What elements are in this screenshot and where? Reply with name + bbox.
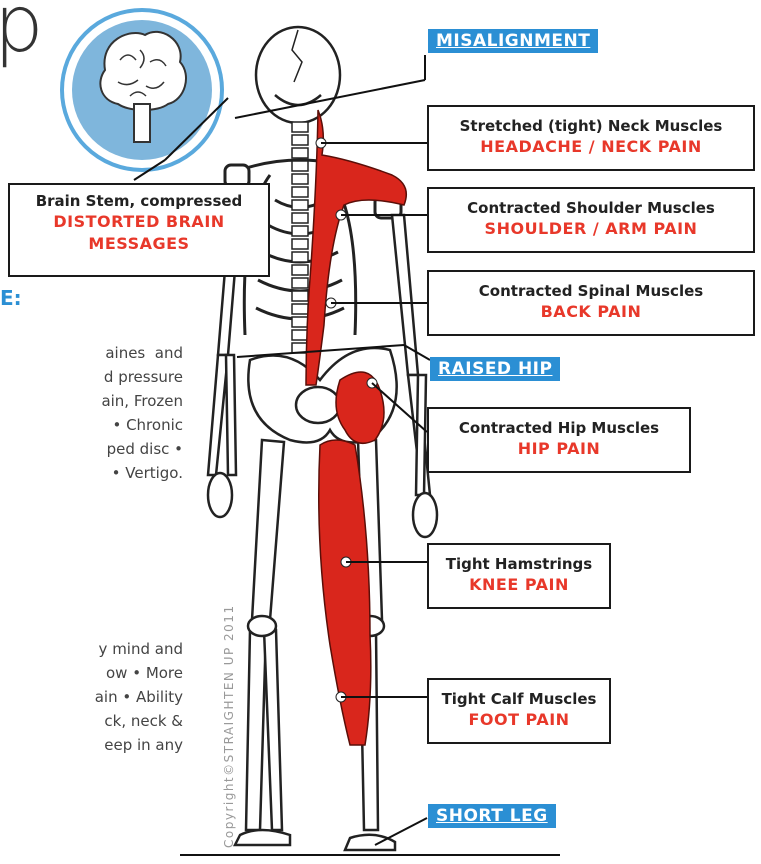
spinal-muscles-label: Contracted Spinal Muscles BACK PAIN: [427, 270, 755, 336]
hip-pain-text: HIP PAIN: [429, 438, 689, 460]
neck-pain-text: HEADACHE / NECK PAIN: [429, 136, 753, 158]
brain-icon: [62, 10, 222, 170]
text-line: d pressure: [101, 365, 183, 389]
shoulder-muscles-label: Contracted Shoulder Muscles SHOULDER / A…: [427, 187, 755, 253]
neck-muscles-name: Stretched (tight) Neck Muscles: [429, 116, 753, 136]
text-line: aines and: [101, 341, 183, 365]
text-line: ck, neck &: [95, 709, 183, 733]
foot-pain-text: FOOT PAIN: [429, 709, 609, 731]
text-line: ow • More: [95, 661, 183, 685]
text-line: ped disc •: [101, 437, 183, 461]
text-line: • Vertigo.: [101, 461, 183, 485]
hamstrings-label: Tight Hamstrings KNEE PAIN: [427, 543, 611, 609]
raised-hip-tag: RAISED HIP: [430, 357, 560, 381]
skull: [256, 27, 340, 123]
hip-muscles-label: Contracted Hip Muscles HIP PAIN: [427, 407, 691, 473]
short-leg-tag: SHORT LEG: [428, 804, 556, 828]
shoulder-pain-text: SHOULDER / ARM PAIN: [429, 218, 753, 240]
spinal-muscles-name: Contracted Spinal Muscles: [429, 281, 753, 301]
neck-muscles-label: Stretched (tight) Neck Muscles HEADACHE …: [427, 105, 755, 171]
hip-muscles-name: Contracted Hip Muscles: [429, 418, 689, 438]
text-line: eep in any: [95, 733, 183, 757]
hamstrings-name: Tight Hamstrings: [429, 554, 609, 574]
calf-muscles-name: Tight Calf Muscles: [429, 689, 609, 709]
brain-stem-pain-2: MESSAGES: [10, 233, 268, 255]
calf-muscles-label: Tight Calf Muscles FOOT PAIN: [427, 678, 611, 744]
text-line: • Chronic: [101, 413, 183, 437]
text-line: y mind and: [95, 637, 183, 661]
brain-stem-label: Brain Stem, compressed DISTORTED BRAIN M…: [8, 183, 270, 277]
back-pain-text: BACK PAIN: [429, 301, 753, 323]
text-line: ain, Frozen: [101, 389, 183, 413]
spine: [292, 122, 308, 353]
brain-stem-pain-1: DISTORTED BRAIN: [10, 211, 268, 233]
text-line: ain • Ability: [95, 685, 183, 709]
section-heading: E:: [0, 286, 22, 310]
shoulder-muscles-name: Contracted Shoulder Muscles: [429, 198, 753, 218]
copyright-text: Copyright©STRAIGHTEN UP 2011: [222, 548, 242, 848]
knee-pain-text: KNEE PAIN: [429, 574, 609, 596]
brain-stem-title: Brain Stem, compressed: [10, 191, 268, 211]
misalignment-tag: MISALIGNMENT: [428, 29, 598, 53]
